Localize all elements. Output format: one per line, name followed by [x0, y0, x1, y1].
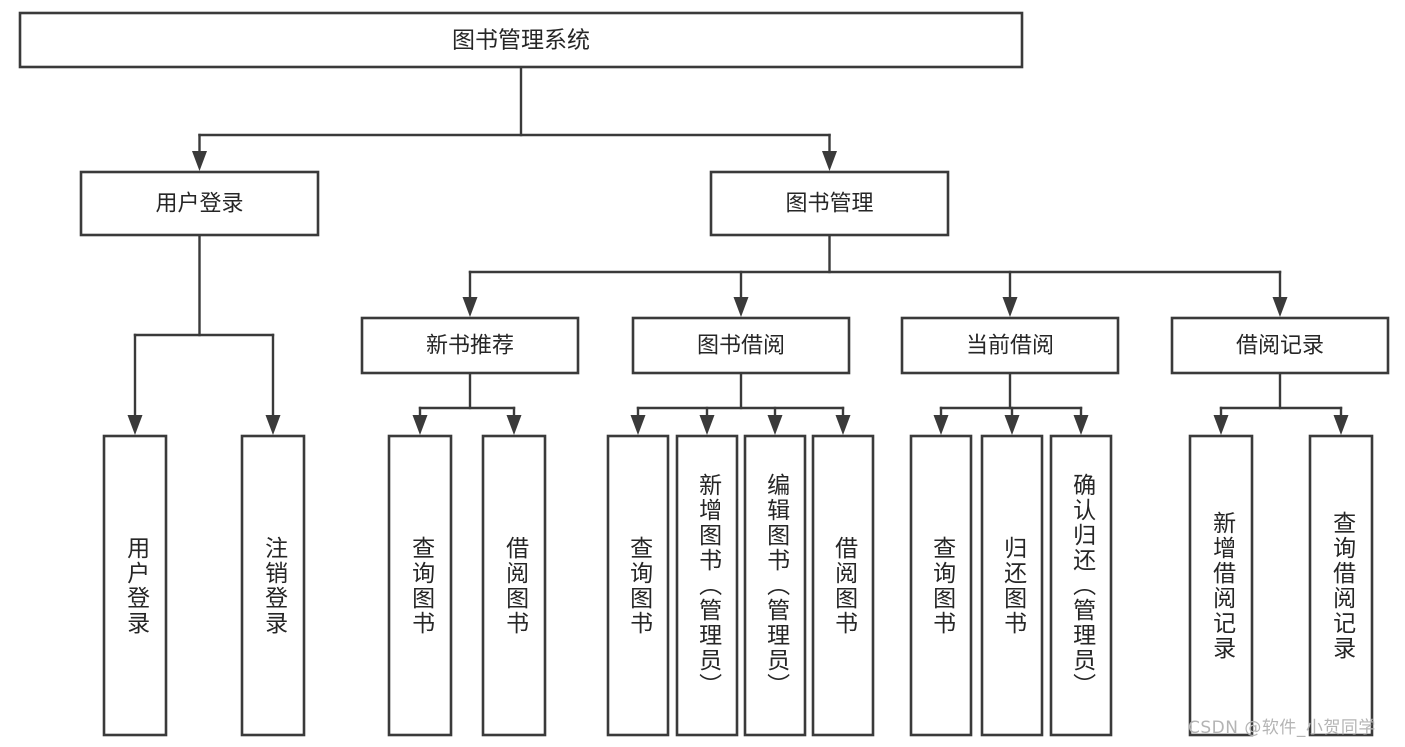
node-l-returnbook[interactable] — [980, 434, 1044, 737]
node-n-login[interactable]: 用户登录 — [79, 170, 320, 237]
arrow-head-icon — [1272, 297, 1288, 317]
node-box[interactable] — [675, 434, 739, 737]
arrow-head-icon — [462, 297, 478, 317]
node-l-borrowbook2[interactable] — [811, 434, 875, 737]
node-box[interactable] — [1308, 434, 1374, 737]
node-box[interactable] — [240, 434, 306, 737]
node-box[interactable] — [360, 316, 580, 375]
node-label: 当前借阅 — [966, 334, 1054, 359]
arrow-head-icon — [630, 415, 646, 435]
node-box[interactable] — [743, 434, 807, 737]
node-box[interactable] — [631, 316, 851, 375]
node-box[interactable] — [18, 11, 1024, 69]
node-n-records[interactable]: 借阅记录 — [1170, 316, 1390, 375]
arrow-head-icon — [767, 415, 783, 435]
node-l-querybook3[interactable] — [909, 434, 973, 737]
node-box[interactable] — [606, 434, 670, 737]
arrow-head-icon — [1002, 297, 1018, 317]
node-l-editbook[interactable] — [743, 434, 807, 737]
node-box[interactable] — [980, 434, 1044, 737]
node-label: 图书管理 — [785, 192, 873, 217]
node-box[interactable] — [811, 434, 875, 737]
node-root[interactable]: 图书管理系统 — [18, 11, 1024, 69]
node-box[interactable] — [909, 434, 973, 737]
arrow-head-icon — [127, 415, 143, 435]
node-n-newrec[interactable]: 新书推荐 — [360, 316, 580, 375]
watermark-text: CSDN @软件_小贺同学 — [1188, 718, 1376, 738]
arrow-head-icon — [506, 415, 522, 435]
node-l-confirmreturn[interactable] — [1049, 434, 1113, 737]
node-l-queryrecord[interactable] — [1308, 434, 1374, 737]
node-box[interactable] — [481, 434, 547, 737]
node-box[interactable] — [1049, 434, 1113, 737]
node-n-borrow[interactable]: 图书借阅 — [631, 316, 851, 375]
node-label: 新书推荐 — [426, 334, 514, 359]
arrow-head-icon — [265, 415, 281, 435]
arrow-head-icon — [1073, 415, 1089, 435]
arrow-head-icon — [733, 297, 749, 317]
node-n-current[interactable]: 当前借阅 — [900, 316, 1120, 375]
arrow-head-icon — [835, 415, 851, 435]
arrow-head-icon — [1213, 415, 1229, 435]
node-l-addbook[interactable] — [675, 434, 739, 737]
connector-layer — [127, 65, 1349, 435]
arrow-head-icon — [1333, 415, 1349, 435]
node-label: 用户登录 — [155, 192, 243, 217]
node-box[interactable] — [900, 316, 1120, 375]
node-label: 图书管理系统 — [452, 28, 590, 54]
node-box[interactable] — [709, 170, 950, 237]
node-l-querybook1[interactable] — [387, 434, 453, 737]
node-box[interactable] — [1188, 434, 1254, 737]
arrow-head-icon — [933, 415, 949, 435]
node-box[interactable] — [1170, 316, 1390, 375]
node-label: 图书借阅 — [697, 334, 785, 359]
node-box[interactable] — [79, 170, 320, 237]
node-l-borrowbook1[interactable] — [481, 434, 547, 737]
node-label: 借阅记录 — [1236, 334, 1324, 359]
node-l-addrecord[interactable] — [1188, 434, 1254, 737]
arrow-head-icon — [412, 415, 428, 435]
arrow-head-icon — [699, 415, 715, 435]
node-n-bookmgmt[interactable]: 图书管理 — [709, 170, 950, 237]
arrow-head-icon — [1004, 415, 1020, 435]
node-l-userlogin[interactable] — [102, 434, 168, 737]
node-box[interactable] — [102, 434, 168, 737]
node-l-logout[interactable] — [240, 434, 306, 737]
arrow-head-icon — [822, 151, 837, 171]
arrow-head-icon — [192, 151, 207, 171]
node-box[interactable] — [387, 434, 453, 737]
node-l-querybook2[interactable] — [606, 434, 670, 737]
